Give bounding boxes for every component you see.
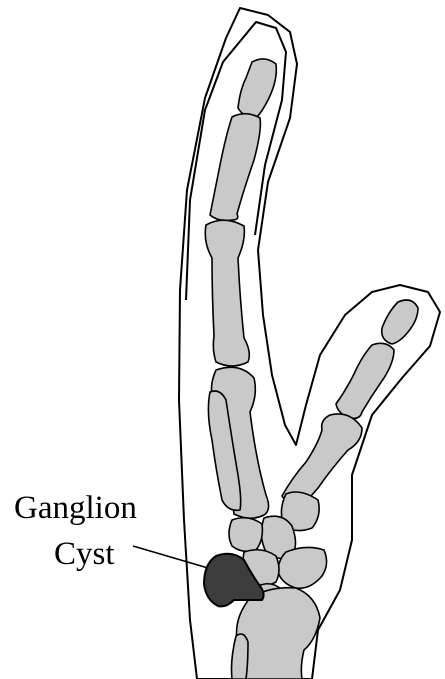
label-ganglion: Ganglion [14, 492, 137, 525]
label-cyst: Cyst [54, 538, 115, 571]
capitate [229, 518, 262, 552]
